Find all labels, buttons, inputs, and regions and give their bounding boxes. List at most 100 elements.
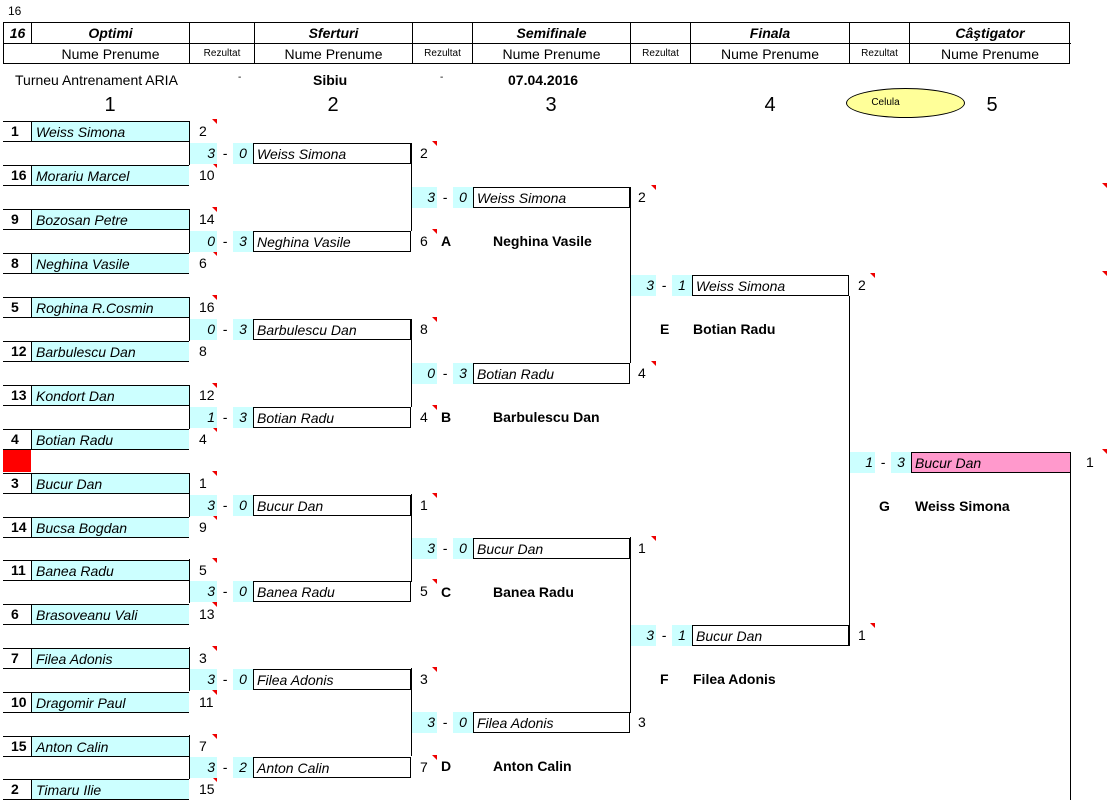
bracket-line: [3, 317, 31, 318]
bracket-line: [630, 187, 631, 363]
match-winner-rank: 8: [420, 321, 428, 337]
score-dash: -: [217, 407, 233, 428]
match-loser-name: Banea Radu: [493, 584, 574, 600]
score-dash: -: [656, 275, 672, 296]
score-dash: -: [217, 757, 233, 778]
match-winner-cell[interactable]: Neghina Vasile: [253, 231, 411, 252]
match-winner-cell[interactable]: Weiss Simona: [253, 143, 411, 164]
match-winner-cell[interactable]: Bucur Dan: [253, 495, 411, 516]
bracket-line: [3, 779, 31, 780]
subheader-name: Nume Prenume: [502, 46, 601, 62]
subheader-name: Nume Prenume: [284, 46, 383, 62]
match-winner-cell[interactable]: Anton Calin: [253, 757, 411, 778]
subheader-name: Nume Prenume: [720, 46, 820, 62]
match-loser-name: Neghina Vasile: [493, 233, 592, 249]
seed-number: 1: [11, 123, 19, 139]
score-home: 3: [630, 625, 656, 646]
bracket-line: [3, 185, 31, 186]
bracket-line: [3, 229, 31, 230]
match-winner-cell[interactable]: Botian Radu: [253, 407, 411, 428]
bracket-line: [3, 405, 31, 406]
comment-indicator-icon: [432, 493, 437, 498]
bracket-line: [3, 580, 31, 581]
player-name-cell[interactable]: Timaru Ilie: [31, 779, 189, 800]
player-name-cell[interactable]: Bucur Dan: [31, 473, 189, 494]
bracket-line: [3, 253, 31, 254]
score-home: 3: [411, 187, 437, 208]
info-separator: -: [238, 72, 242, 83]
bracket-line: [189, 209, 190, 253]
player-name-cell[interactable]: Kondort Dan: [31, 385, 189, 406]
player-rank: 3: [199, 650, 207, 666]
player-name-cell[interactable]: Botian Radu: [31, 429, 189, 450]
score-away: 3: [233, 407, 253, 428]
score-home: 3: [189, 669, 217, 690]
bracket-line: [3, 756, 31, 757]
player-name-cell[interactable]: Anton Calin: [31, 736, 189, 757]
bracket-line: [3, 537, 31, 538]
champion-cell[interactable]: Bucur Dan: [911, 452, 1071, 473]
match-loser-name: Botian Radu: [693, 321, 776, 337]
player-name-cell[interactable]: Neghina Vasile: [31, 253, 189, 274]
info-separator: -: [440, 72, 444, 83]
match-winner-cell[interactable]: Botian Radu: [473, 363, 630, 384]
match-winner-cell[interactable]: Filea Adonis: [253, 669, 411, 690]
score-dash: -: [437, 538, 453, 559]
player-name-cell[interactable]: Barbulescu Dan: [31, 341, 189, 362]
column-number: 4: [764, 94, 776, 116]
bracket-line: [189, 473, 190, 517]
comment-indicator-icon: [212, 602, 217, 607]
match-winner-rank: 2: [420, 145, 428, 161]
bracket-line: [189, 647, 190, 691]
score-away: 0: [233, 669, 253, 690]
match-winner-cell[interactable]: Banea Radu: [253, 581, 411, 602]
score-home: 0: [411, 363, 437, 384]
match-winner-cell[interactable]: Bucur Dan: [692, 625, 849, 646]
player-name-cell[interactable]: Morariu Marcel: [31, 165, 189, 186]
match-letter: B: [441, 409, 452, 425]
score-dash: -: [217, 319, 233, 340]
player-rank: 15: [199, 781, 215, 797]
score-dash: -: [656, 625, 672, 646]
match-winner-cell[interactable]: Filea Adonis: [473, 712, 630, 733]
bracket-line: [411, 668, 412, 756]
header-round-semifinale: Semifinale: [516, 25, 587, 41]
match-winner-cell[interactable]: Bucur Dan: [473, 538, 630, 559]
bracket-line: [189, 385, 190, 429]
match-winner-rank: 2: [638, 189, 646, 205]
tournament-city: Sibiu: [313, 72, 348, 88]
player-name-cell[interactable]: Bucsa Bogdan: [31, 517, 189, 538]
player-name-cell[interactable]: Roghina R.Cosmin: [31, 297, 189, 318]
bracket-line: [189, 297, 190, 341]
player-name-cell[interactable]: Weiss Simona: [31, 121, 189, 142]
score-home: 3: [189, 581, 217, 602]
score-dash: -: [437, 363, 453, 384]
subheader-result: Rezultat: [861, 48, 898, 59]
bracket-line: [3, 385, 31, 386]
match-winner-cell[interactable]: Barbulescu Dan: [253, 319, 411, 340]
comment-indicator-icon: [212, 515, 217, 520]
match-winner-cell[interactable]: Weiss Simona: [692, 275, 849, 296]
bracket-line: [3, 273, 31, 274]
match-winner-cell[interactable]: Weiss Simona: [473, 187, 630, 208]
player-name-cell[interactable]: Dragomir Paul: [31, 692, 189, 713]
player-name-cell[interactable]: Brasoveanu Vali: [31, 604, 189, 625]
player-rank: 4: [199, 431, 207, 447]
bracket-line: [3, 209, 31, 210]
comment-indicator-icon: [212, 427, 217, 432]
match-letter: F: [660, 671, 669, 687]
player-name-cell[interactable]: Banea Radu: [31, 560, 189, 581]
bracket-line: [3, 141, 31, 142]
comment-indicator-icon: [432, 405, 437, 410]
score-home: 0: [189, 231, 217, 252]
player-name-cell[interactable]: Filea Adonis: [31, 648, 189, 669]
match-loser-name: Filea Adonis: [693, 671, 776, 687]
subheader-result: Rezultat: [203, 48, 241, 59]
comment-indicator-icon: [651, 185, 656, 190]
comment-indicator-icon: [212, 471, 217, 476]
match-winner-rank: 4: [420, 409, 428, 425]
player-name-cell[interactable]: Bozosan Petre: [31, 209, 189, 230]
bracket-line: [3, 297, 31, 298]
seed-number: 4: [11, 431, 19, 447]
champion-rank: 1: [1086, 454, 1094, 470]
